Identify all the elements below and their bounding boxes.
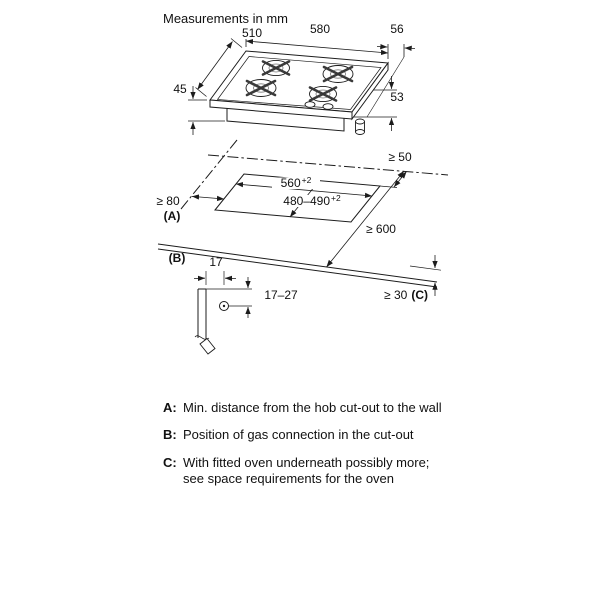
dim-gas-offset (366, 43, 416, 118)
worktop-front-edge (157, 243, 438, 283)
legend-key-a: A: (163, 400, 177, 415)
clearance-left-label: ≥ 80 (156, 194, 180, 208)
cutout-depth-label: 480–490+2 (283, 193, 341, 208)
dim-worktop-depth (326, 170, 405, 268)
legend-text-c: With fitted oven underneath possibly mor… (183, 454, 430, 487)
gas-depth-label: 17–27 (264, 288, 298, 302)
clearance-front-label: ≥ 30(C) (384, 288, 428, 302)
gas-side-label: 17 (209, 255, 223, 269)
marker-a-label: (A) (164, 209, 181, 223)
legend-text-b: Position of gas connection in the cut-ou… (183, 427, 414, 443)
hob-under-box (226, 108, 345, 132)
legend-key-c: C: (163, 454, 177, 470)
dim-height-right (354, 76, 397, 131)
legend: A: Min. distance from the hob cut-out to… (163, 400, 445, 499)
marker-b-label: (B) (169, 251, 186, 265)
worktop-depth-label: ≥ 600 (366, 222, 396, 236)
dim-gas-side (193, 271, 237, 285)
legend-key-b: B: (163, 427, 177, 443)
dim-height-front (188, 86, 225, 135)
gas-offset-label: 56 (390, 22, 404, 36)
dim-hob-width (245, 38, 389, 59)
wall-line-back (207, 154, 449, 176)
label-halo (277, 195, 347, 207)
gas-detail-drawing (193, 271, 252, 355)
page-title: Measurements in mm (163, 11, 288, 26)
control-knobs (304, 101, 334, 110)
height-front-label: 45 (173, 82, 187, 96)
legend-item-b: B: Position of gas connection in the cut… (163, 427, 445, 443)
burner-back-right (322, 65, 354, 83)
legend-item-a: A: Min. distance from the hob cut-out to… (163, 400, 445, 416)
wall-line-left (180, 139, 238, 210)
hob-drawing (209, 50, 389, 135)
worktop-drawing (157, 139, 449, 288)
hob-dimensions (188, 38, 416, 135)
cutout-width-label: 560+2 (281, 175, 312, 190)
hob-depth-label: 510 (242, 26, 262, 40)
label-halo (272, 177, 320, 189)
hob-width-label: 580 (310, 22, 330, 36)
dim-clearance-front (409, 255, 442, 296)
dim-clearance-left (191, 194, 225, 202)
legend-item-c: C: With fitted oven underneath possibly … (163, 455, 445, 488)
dim-gas-depth (206, 277, 252, 318)
gas-pipe-stub (199, 337, 216, 355)
dim-hob-depth (195, 38, 243, 97)
burner-front-right (308, 85, 338, 103)
burner-back-left (261, 59, 291, 77)
hob-right-face (351, 61, 389, 121)
dim-clearance-back (379, 171, 407, 188)
legend-text-a: Min. distance from the hob cut-out to th… (183, 400, 442, 415)
gas-connection-pipe (355, 118, 365, 135)
worktop-front-thickness (157, 248, 438, 288)
burner-front-left (245, 79, 277, 97)
clearance-back-label: ≥ 50 (388, 150, 412, 164)
height-right-label: 53 (390, 90, 404, 104)
